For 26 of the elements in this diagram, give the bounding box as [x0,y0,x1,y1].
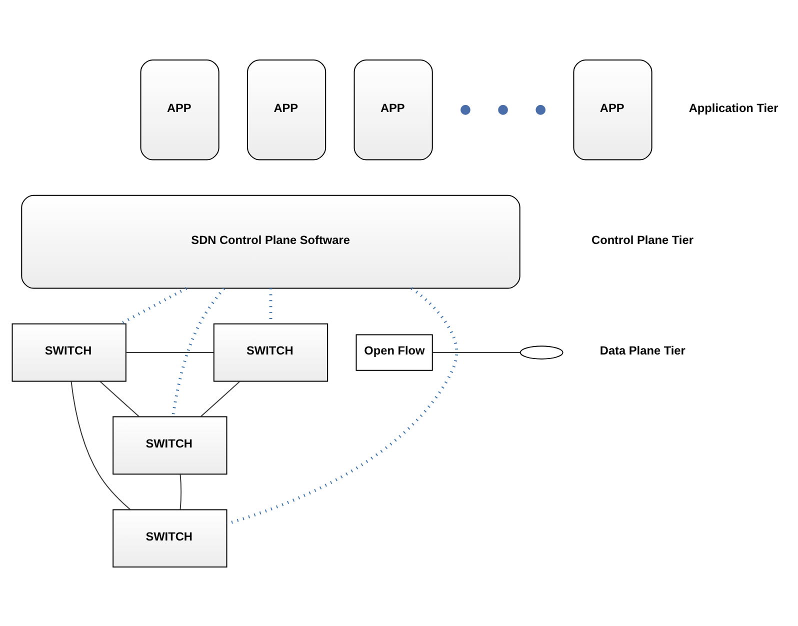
label: Control Plane Tier [592,232,694,246]
connector [226,286,458,525]
node-circle [536,104,546,114]
connector [200,380,240,417]
node-box: SWITCH [12,322,126,382]
connector [432,352,521,353]
connector [99,380,140,417]
node-ellipse [520,345,564,359]
node-circle [498,104,508,114]
node-box: SDN Control Plane Software [21,194,520,288]
node-circle [460,104,470,114]
connector [172,286,226,416]
node-box: SWITCH [112,416,228,474]
node-box: APP [247,58,326,160]
label: Application Tier [688,100,778,114]
connector [180,473,182,510]
connector [126,352,214,353]
node-box: SWITCH [112,508,228,568]
node-box: Open Flow [356,334,433,370]
node-box: APP [354,58,433,160]
node-box: SWITCH [213,322,328,382]
connector [70,380,131,510]
node-box: APP [573,58,652,160]
label: Data Plane Tier [600,343,686,358]
connector [120,286,188,325]
node-box: APP [140,58,220,160]
